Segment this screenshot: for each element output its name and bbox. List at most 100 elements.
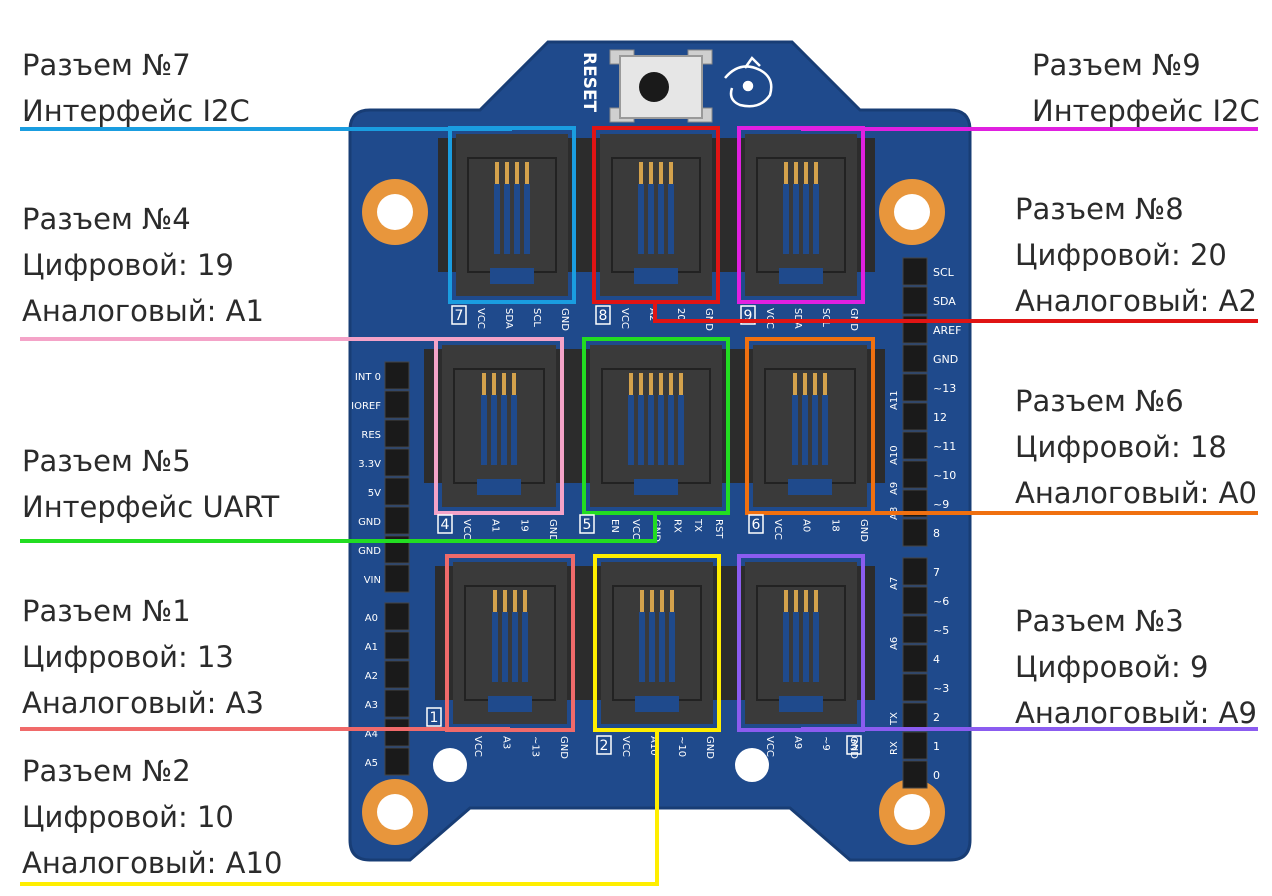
header-right-label: ~11 — [933, 440, 956, 453]
jack-slot — [658, 395, 664, 465]
header-pin-left-power — [384, 506, 410, 535]
label-3-analog: Аналоговый: A9 — [1015, 696, 1257, 730]
jack-contact — [493, 590, 497, 612]
connector-number-box — [595, 305, 611, 325]
connector-pin-label: A3 — [501, 736, 512, 749]
jack-slot — [659, 612, 665, 682]
header-left-power-label: 3.3V — [358, 459, 381, 470]
label-1-title: Разъем №1 — [22, 594, 191, 628]
connector-number-4: 4 — [441, 517, 450, 533]
connector-pin-label: EN — [609, 519, 620, 533]
label-1-analog: Аналоговый: A3 — [22, 686, 264, 720]
label-2-digital: Цифровой: 10 — [22, 800, 234, 834]
header-left-analog-label: A1 — [365, 642, 378, 653]
header-pin-left-power — [384, 477, 410, 506]
header-pin-right — [902, 402, 928, 431]
header-left-power-label: IOREF — [351, 401, 381, 412]
label-connector-2: Разъем №2 Цифровой: 10 Аналоговый: A10 — [22, 748, 282, 886]
label-9-title: Разъем №9 — [1032, 48, 1201, 82]
header-pin-left-analog — [384, 718, 410, 747]
label-connector-1: Разъем №1 Цифровой: 13 Аналоговый: A3 — [22, 588, 264, 726]
connector-pin-label: SCL — [531, 308, 542, 327]
header-left-power-label: GND — [358, 517, 381, 528]
label-5-info: Интерфейс UART — [22, 490, 280, 524]
jack-latch — [788, 479, 832, 495]
jack-slot — [783, 184, 789, 254]
jack-slot — [783, 612, 789, 682]
jack-slot — [504, 184, 510, 254]
jack-contact — [814, 162, 818, 184]
label-5-title: Разъем №5 — [22, 444, 191, 478]
jack-slot — [639, 612, 645, 682]
label-3-title: Разъем №3 — [1015, 604, 1184, 638]
jack-slot — [678, 395, 684, 465]
jack-contact — [495, 162, 499, 184]
header-pin-right — [902, 586, 928, 615]
connector-frame-4 — [434, 337, 564, 515]
reset-label: RESET — [579, 52, 599, 113]
label-4-analog: Аналоговый: A1 — [22, 294, 264, 328]
jack-latch — [488, 696, 532, 712]
connector-pin-label: VCC — [472, 736, 483, 757]
label-8-digital: Цифровой: 20 — [1015, 238, 1227, 272]
connector-number-7: 7 — [455, 308, 464, 324]
jack-slot — [491, 395, 497, 465]
header-pin-right — [902, 644, 928, 673]
jack-contact — [629, 373, 633, 395]
jack-slot — [638, 184, 644, 254]
connector-pin-label: ~13 — [529, 736, 540, 757]
connector-pin-label: GND — [558, 736, 569, 759]
header-pin-right — [902, 373, 928, 402]
header-alt-label: TX — [889, 712, 900, 726]
header-pin-right — [902, 673, 928, 702]
reset-button — [609, 49, 713, 123]
label-6-title: Разъем №6 — [1015, 384, 1184, 418]
jack-contact — [823, 373, 827, 395]
header-pin-right — [902, 615, 928, 644]
connector-number-box — [426, 707, 442, 727]
label-7-info: Интерфейс I2C — [22, 94, 250, 128]
connector-pin-label: A1 — [490, 519, 501, 532]
jack-slot — [494, 184, 500, 254]
mount-hole-top-left — [362, 179, 428, 245]
mount-hole-bottom-right — [879, 779, 945, 845]
header-pin-left-power — [384, 564, 410, 593]
label-6-digital: Цифровой: 18 — [1015, 430, 1227, 464]
header-pin-left-power — [384, 448, 410, 477]
connector-number-5: 5 — [583, 517, 592, 533]
jack-contact — [804, 590, 808, 612]
jack-contact — [513, 590, 517, 612]
header-right-label: ~6 — [933, 595, 949, 608]
jack-slot — [648, 395, 654, 465]
jack-contact — [659, 162, 663, 184]
header-pin-right — [902, 431, 928, 460]
header-pin-right — [902, 760, 928, 789]
header-right-label: GND — [933, 353, 958, 366]
connector-pin-label: ~9 — [820, 736, 831, 751]
header-right-label: SDA — [933, 295, 956, 308]
header-pin-left-power — [384, 361, 410, 390]
connector-number-box — [740, 305, 756, 325]
header-alt-label: A10 — [889, 445, 900, 465]
jack-slot — [803, 184, 809, 254]
jack-contact — [502, 373, 506, 395]
connector-pin-label: VCC — [620, 736, 631, 757]
jack-contact — [679, 373, 683, 395]
jack-contact — [492, 373, 496, 395]
jack-slot — [492, 612, 498, 682]
jack-contact — [793, 373, 797, 395]
header-left-analog-label: A5 — [365, 758, 378, 769]
connector-pin-label: RST — [713, 519, 724, 539]
connector-pin-label: SCL — [820, 308, 831, 327]
jack-contact — [512, 373, 516, 395]
label-connector-3: Разъем №3 Цифровой: 9 Аналоговый: A9 — [1015, 598, 1257, 736]
connector-number-box — [579, 514, 595, 534]
jack-slot — [792, 395, 798, 465]
